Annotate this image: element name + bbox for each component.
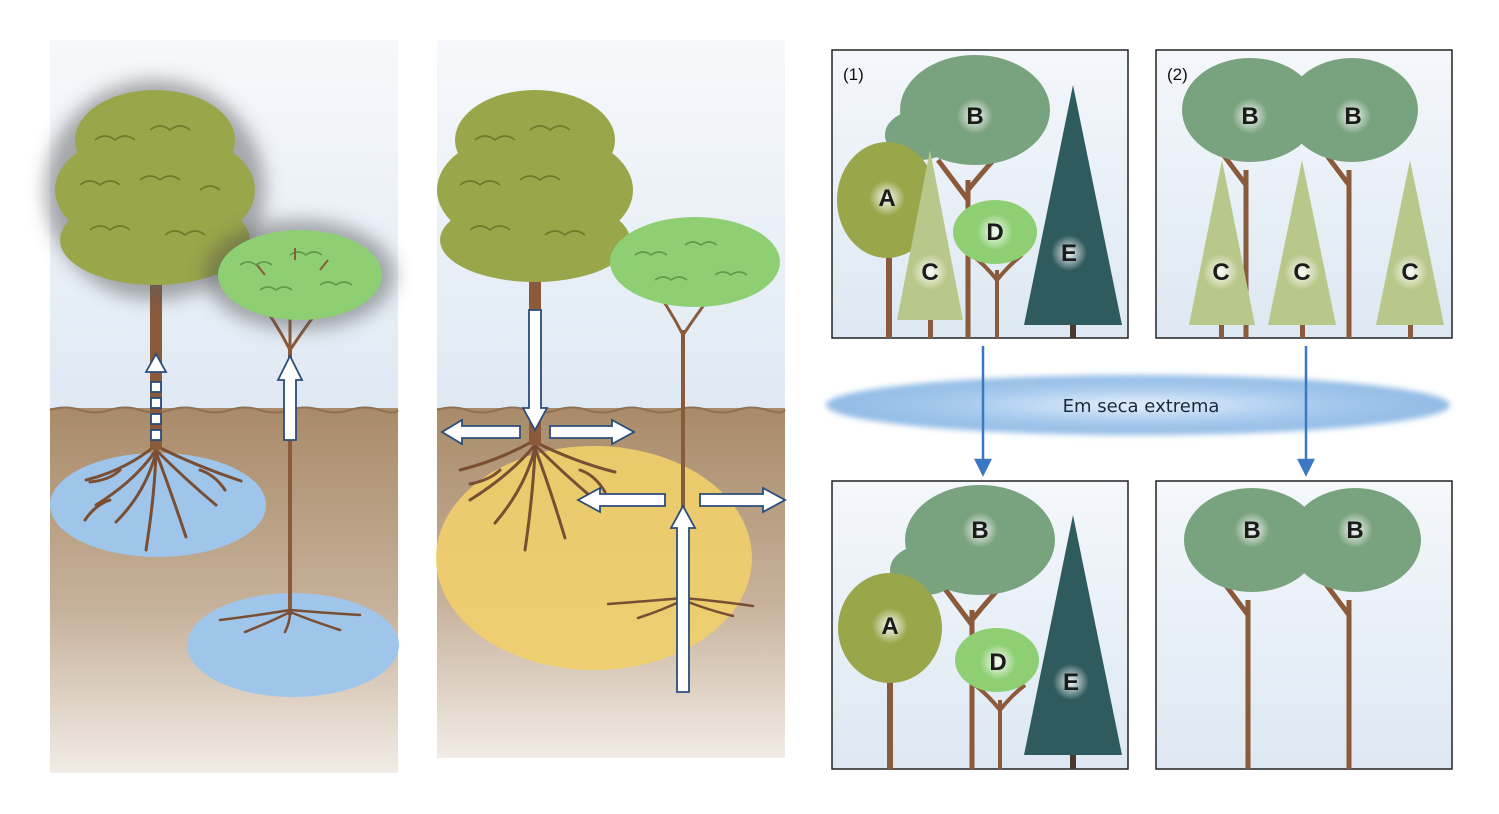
down-arrow — [521, 309, 549, 432]
big-tree-canopy-2 — [437, 90, 633, 282]
tree-letter: A — [878, 185, 895, 212]
dashed-uptake-arrow — [144, 352, 168, 441]
letters-bottom-right: B B — [1234, 512, 1373, 548]
small-tree-canopy — [218, 230, 382, 320]
panel-label: (1) — [843, 65, 864, 84]
tree-c — [1268, 160, 1336, 338]
panel-simple-forest: B B C C C (2) — [1155, 49, 1453, 339]
big-tree-canopy — [55, 90, 255, 285]
letters-top-left: A B C D E — [869, 98, 1087, 290]
right-arrow — [549, 418, 636, 446]
tree-letter: E — [1061, 240, 1077, 267]
tree-letter: B — [966, 103, 983, 130]
tree-letter: B — [1241, 103, 1258, 130]
letters-bottom-left: A B D E — [872, 512, 1089, 700]
tree-letter: C — [921, 259, 938, 286]
panel-simple-after-drought: B B — [1155, 480, 1453, 770]
tree-letter: D — [989, 649, 1006, 676]
lateral-left-arrow — [576, 486, 666, 514]
tree-c — [1376, 160, 1444, 338]
panel-mixed-after-drought: A B D E — [831, 480, 1129, 770]
panel-label: (2) — [1167, 65, 1188, 84]
tree-letter: D — [986, 219, 1003, 246]
tree-letter: A — [881, 613, 898, 640]
long-up-arrow — [669, 504, 697, 693]
letters-top-right: B B C C C — [1203, 98, 1428, 290]
tree-e — [1024, 85, 1122, 338]
tree-e — [1024, 515, 1122, 769]
banner-label: Em seca extrema — [1063, 396, 1220, 417]
hydraulic-zone — [436, 446, 752, 670]
tree-letter: B — [1344, 103, 1361, 130]
left-arrow — [440, 418, 521, 446]
tree-letter: B — [971, 517, 988, 544]
lateral-right-arrow — [699, 486, 787, 514]
deep-roots — [218, 608, 362, 634]
deep-water-pool — [187, 593, 399, 697]
panel-mixed-forest: A B C D E (1) — [831, 49, 1129, 339]
tree-letter: C — [1293, 259, 1310, 286]
tree-letter: E — [1063, 669, 1079, 696]
panel-hydraulic-redistribution — [436, 40, 787, 758]
panel-root-depth — [45, 40, 399, 773]
tree-letter: B — [1346, 517, 1363, 544]
solid-uptake-arrow — [276, 353, 304, 441]
tree-letter: B — [1243, 517, 1260, 544]
small-tree-canopy-2 — [610, 217, 780, 307]
redistribution-arrows — [440, 309, 787, 693]
drought-banner: Em seca extrema — [826, 375, 1450, 435]
transition-arrows — [973, 346, 1316, 477]
shallow-water-pool — [50, 453, 266, 557]
tree-letter: C — [1212, 259, 1229, 286]
tree-letter: C — [1401, 259, 1418, 286]
tree-c — [1189, 160, 1255, 338]
